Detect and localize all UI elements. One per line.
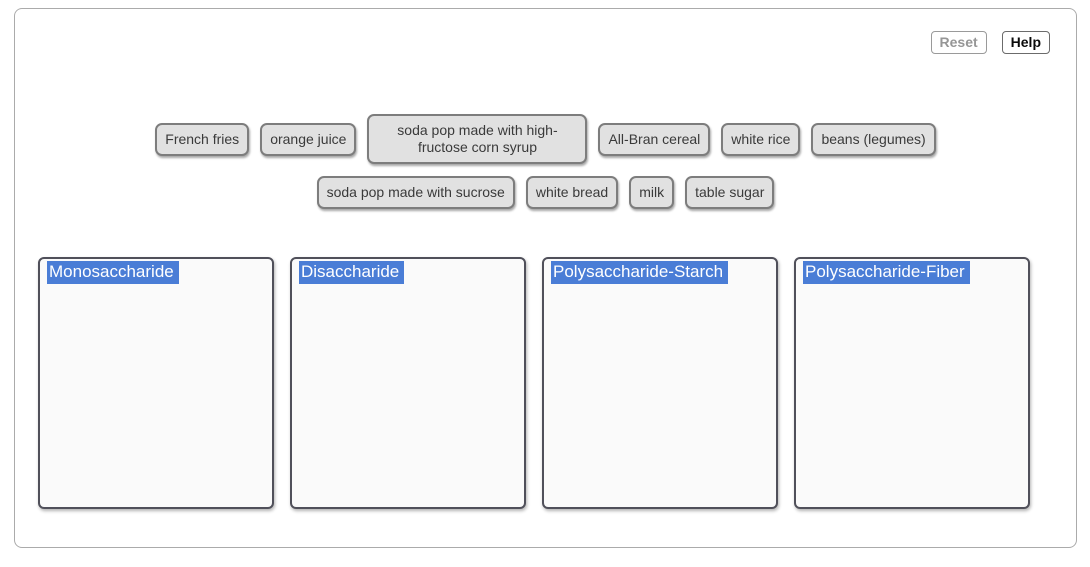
chip-row-2: soda pop made with sucrose white bread mil… bbox=[15, 176, 1076, 209]
draggable-food-chip[interactable]: white bread bbox=[525, 176, 619, 209]
draggable-food-chip[interactable]: milk bbox=[629, 176, 675, 209]
draggable-food-chip[interactable]: white rice bbox=[721, 122, 801, 156]
activity-panel: Reset Help French fries orange juice soda … bbox=[14, 8, 1077, 548]
help-button[interactable]: Help bbox=[1001, 31, 1050, 54]
category-label: Polysaccharide-Starch bbox=[551, 261, 729, 284]
draggable-food-chip[interactable]: soda pop made with sucrose bbox=[316, 176, 515, 209]
draggable-food-chip[interactable]: French fries bbox=[155, 122, 250, 156]
draggable-food-chip[interactable]: beans (legumes) bbox=[811, 122, 936, 156]
category-label: Polysaccharide-Fiber bbox=[803, 261, 970, 284]
category-label: Disaccharide bbox=[299, 261, 405, 284]
category-boxes: Monosaccharide Disaccharide Polysaccharide… bbox=[15, 257, 1076, 509]
category-dropzone[interactable]: Polysaccharide-Starch bbox=[542, 257, 778, 509]
draggable-food-chip[interactable]: orange juice bbox=[260, 122, 357, 156]
draggable-food-chip[interactable]: All-Bran cereal bbox=[598, 122, 711, 156]
category-dropzone[interactable]: Polysaccharide-Fiber bbox=[794, 257, 1030, 509]
reset-button[interactable]: Reset bbox=[930, 31, 987, 54]
draggable-food-chip[interactable]: soda pop made with high-fructose corn sy… bbox=[367, 114, 588, 164]
draggable-food-chip[interactable]: table sugar bbox=[685, 176, 775, 209]
category-dropzone[interactable]: Monosaccharide bbox=[38, 257, 274, 509]
category-label: Monosaccharide bbox=[47, 261, 179, 284]
chip-row-1: French fries orange juice soda pop made wi… bbox=[15, 114, 1076, 164]
toolbar: Reset Help bbox=[930, 31, 1050, 54]
category-dropzone[interactable]: Disaccharide bbox=[290, 257, 526, 509]
